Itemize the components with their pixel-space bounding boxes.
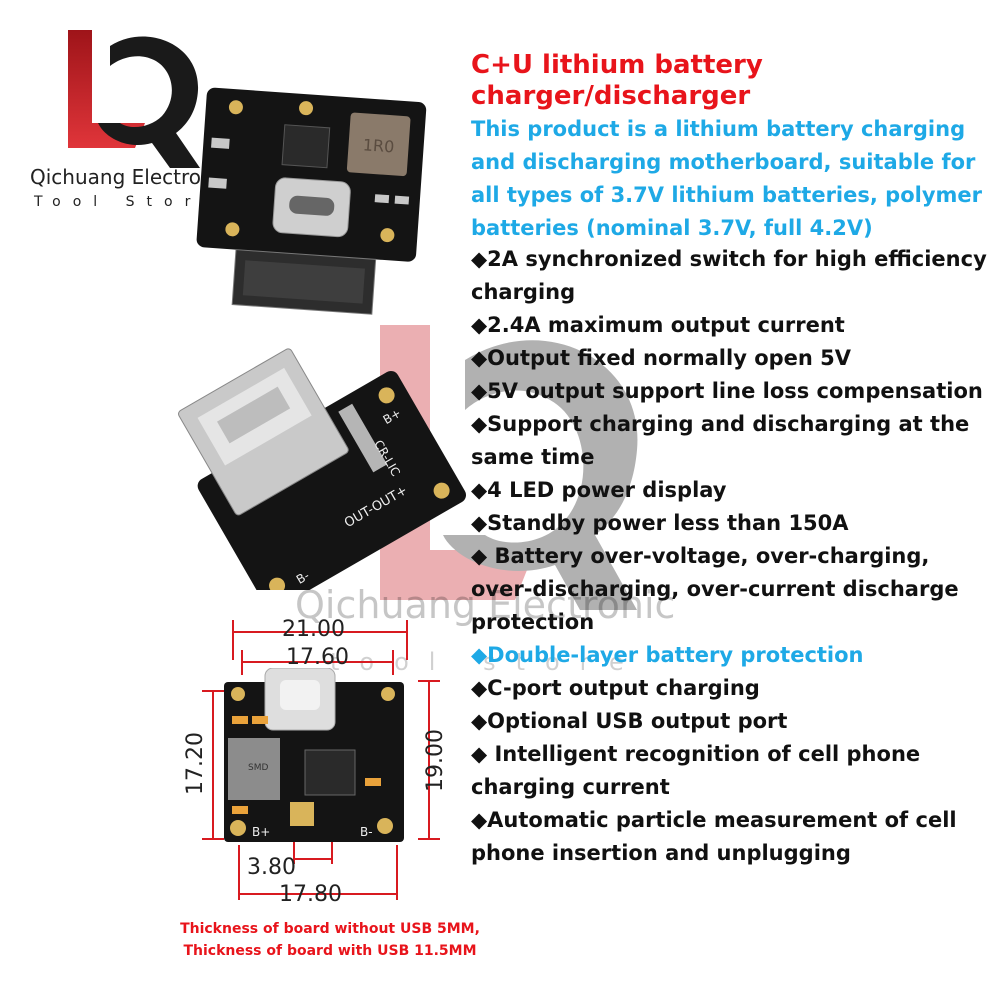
brand-name: Qichuang Electronic (30, 165, 231, 189)
feature-item: ◆4 LED power display (471, 478, 727, 502)
feature-item: ◆5V output support line loss compensatio… (471, 379, 983, 403)
feature-item: ◆Standby power less than 150A (471, 511, 849, 535)
board-dimension-image: SMD B+ B- (224, 668, 404, 842)
feature-item: ◆2.4A maximum output current (471, 313, 845, 337)
product-title: C+U lithium battery charger/discharger (471, 50, 991, 112)
inductor-label: 1R0 (362, 135, 395, 156)
thickness-note: Thickness of board without USB 5MM, Thic… (150, 918, 510, 962)
feature-item: ◆ Intelligent recognition of cell phone … (471, 742, 921, 799)
feature-item: ◆Automatic particle measurement of cell … (471, 808, 957, 865)
watermark-brand: Qichuang Electronic (295, 583, 676, 627)
dim-width-inner: 17.60 (286, 645, 349, 670)
feature-item: ◆Support charging and discharging at the… (471, 412, 970, 469)
thickness-line2: Thickness of board with USB 11.5MM (183, 943, 477, 959)
dim-bplus-label: B+ (252, 825, 270, 839)
brand-subtitle: Tool Store (34, 194, 223, 210)
dim-height-right: 19.00 (423, 729, 448, 792)
board-bottom-photo: OUT-OUT+ CR-LIC B+ B- (178, 348, 466, 590)
dim-bminus-label: B- (360, 825, 373, 839)
smd-label: SMD (248, 763, 268, 773)
feature-list: ◆2A synchronized switch for high efficie… (471, 243, 996, 870)
feature-item: ◆Output fixed normally open 5V (471, 346, 852, 370)
dim-width-total: 21.00 (282, 617, 345, 642)
feature-item: ◆C-port output charging (471, 676, 760, 700)
dim-width-bottom: 17.80 (279, 882, 342, 907)
board-top-photo: 1R0 (196, 87, 427, 315)
feature-item: ◆Double-layer battery protection (471, 643, 864, 667)
bminus-label: B- (294, 568, 312, 586)
logo-l-shape (68, 30, 145, 148)
product-title-line2: charger/discharger (471, 81, 751, 111)
dim-pin: 3.80 (247, 855, 296, 880)
logo-q-shape (98, 36, 200, 169)
brand-logo (68, 30, 200, 169)
watermark-logo (380, 325, 638, 610)
thickness-line1: Thickness of board without USB 5MM, (180, 921, 480, 937)
product-intro: This product is a lithium battery chargi… (471, 117, 982, 240)
feature-item: ◆2A synchronized switch for high efficie… (471, 247, 987, 304)
dim-height-left: 17.20 (183, 732, 208, 795)
feature-item: ◆ Battery over-voltage, over-charging, o… (471, 544, 959, 634)
product-title-line1: C+U lithium battery (471, 50, 763, 80)
feature-item: ◆Optional USB output port (471, 709, 788, 733)
